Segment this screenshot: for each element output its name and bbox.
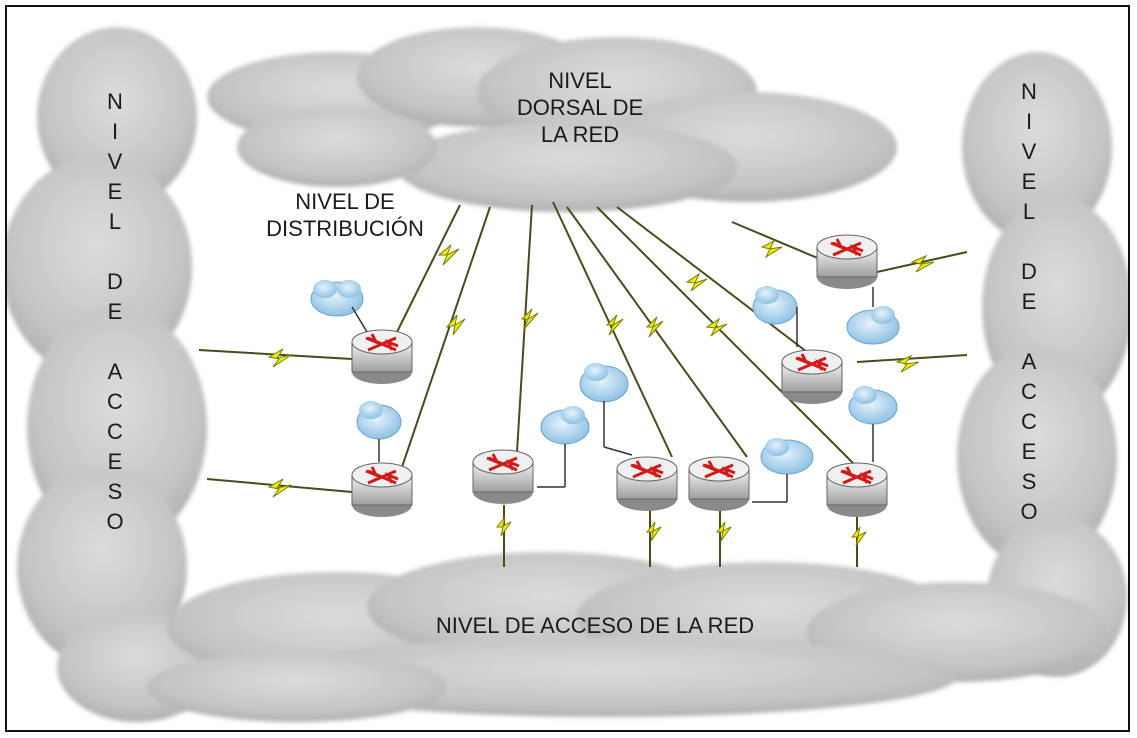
word-gap	[95, 327, 135, 357]
letter: E	[107, 299, 123, 324]
letter: E	[107, 179, 123, 204]
letter: I	[1025, 109, 1033, 134]
backbone-cloud	[207, 27, 897, 212]
letter: L	[1022, 199, 1036, 224]
pstn-cloud-2	[356, 401, 402, 440]
router-6	[826, 462, 888, 517]
router-5	[688, 456, 750, 511]
router-2	[351, 462, 413, 517]
router-4	[616, 456, 678, 511]
letter: S	[1021, 469, 1037, 494]
letter: V	[1021, 139, 1037, 164]
letter: C	[107, 419, 123, 444]
letter: N	[107, 89, 123, 114]
word-gap	[95, 237, 135, 267]
letter: A	[1021, 349, 1037, 374]
router-3	[472, 449, 534, 504]
pstn-cloud-8	[848, 386, 898, 425]
letter: C	[1021, 379, 1037, 404]
pstn-cloud-5	[760, 438, 814, 475]
letter: A	[107, 359, 123, 384]
letter: L	[108, 209, 122, 234]
network-diagram	[7, 27, 1128, 722]
pstn-cloud-7	[846, 306, 900, 345]
routers	[351, 234, 888, 517]
word-gap	[1009, 317, 1049, 347]
router-8	[816, 234, 878, 289]
letter: S	[107, 479, 123, 504]
letter: C	[1021, 409, 1037, 434]
word-gap	[1009, 227, 1049, 257]
letter: N	[1021, 79, 1037, 104]
bottom-access-cloud	[147, 552, 1107, 722]
pstn-cloud-3	[579, 363, 629, 403]
letter: D	[107, 269, 123, 294]
router-1	[351, 329, 413, 384]
letter: E	[1021, 439, 1037, 464]
letter: E	[107, 449, 123, 474]
pstn-cloud-6	[752, 286, 798, 325]
distribution-label: NIVEL DE DISTRIBUCIÓN	[266, 189, 424, 241]
letter: I	[111, 119, 119, 144]
letter: V	[107, 149, 123, 174]
lightning-bolts	[267, 239, 935, 547]
access-bottom-label: NIVEL DE ACCESO DE LA RED	[435, 613, 755, 638]
letter: E	[1021, 169, 1037, 194]
router-7	[781, 349, 843, 404]
backbone-links	[396, 201, 858, 468]
letter: E	[1021, 289, 1037, 314]
backbone-label: NIVEL DORSAL DE LA RED	[516, 68, 644, 147]
letter: O	[106, 509, 124, 534]
pstn-cloud-1	[310, 280, 364, 317]
pstn-links	[351, 287, 874, 503]
letter: O	[1020, 499, 1038, 524]
pstn-clouds	[310, 280, 900, 475]
letter: C	[107, 389, 123, 414]
pstn-cloud-4	[540, 406, 590, 445]
diagram-frame: NIVEL DORSAL DE LA RED NIVEL DE DISTRIBU…	[5, 5, 1130, 732]
letter: D	[1021, 259, 1037, 284]
